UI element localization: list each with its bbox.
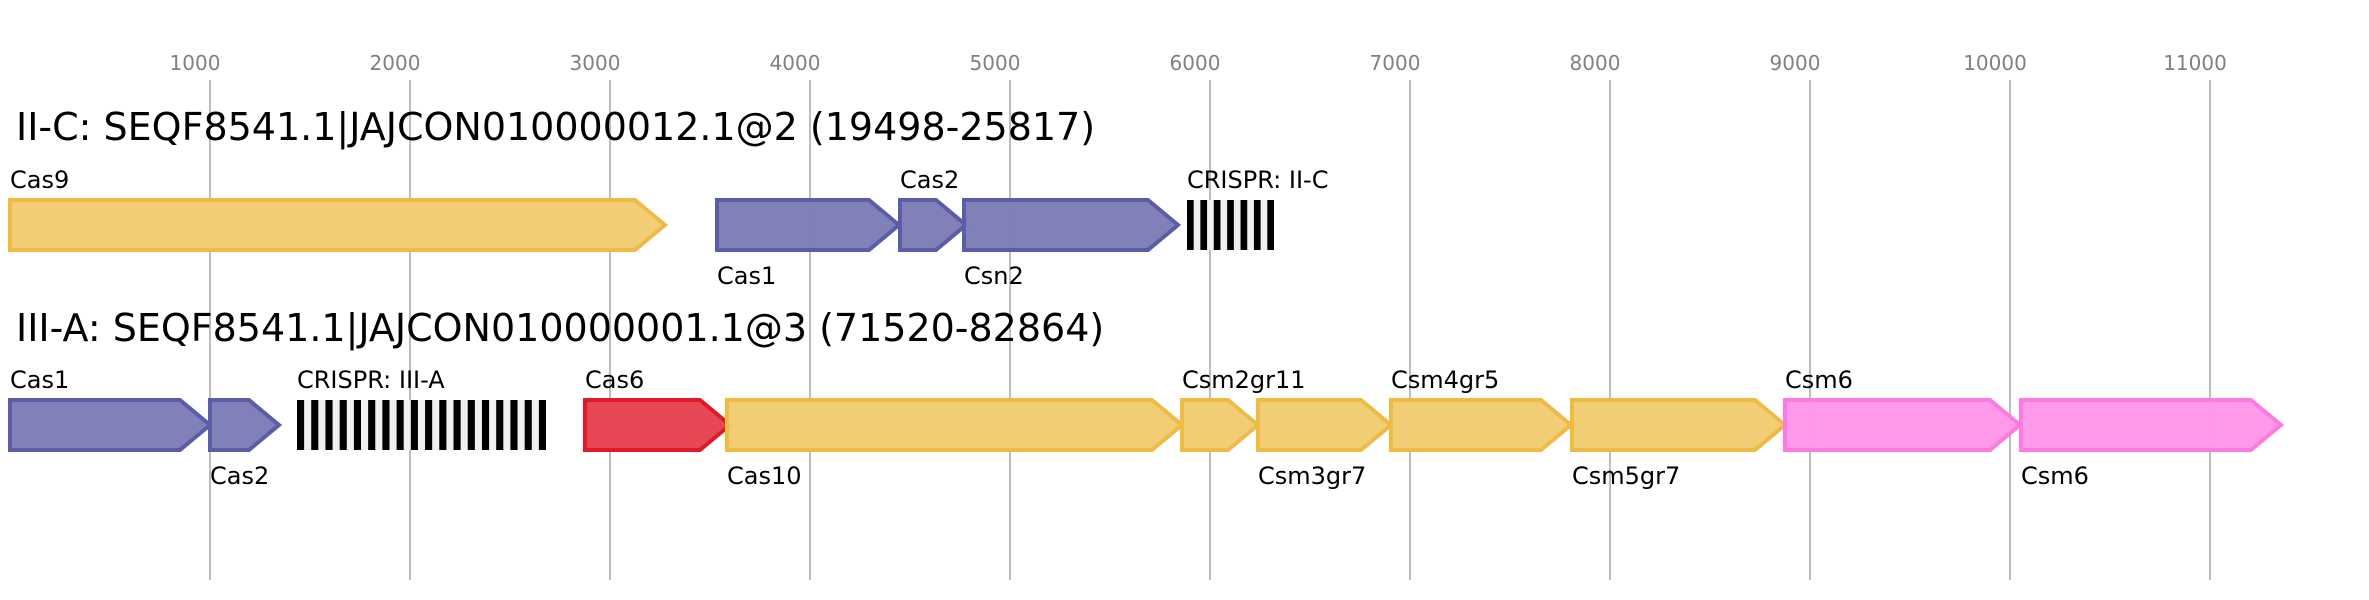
crispr-repeat [368, 400, 376, 450]
gene-arrow-cas10[interactable] [725, 398, 1186, 452]
gene-label-csm2gr11: Csm2gr11 [1182, 366, 1306, 394]
gene-label-csn2: Csn2 [964, 262, 1024, 290]
crispr-repeat [1267, 200, 1274, 250]
axis-tick-labels: 1000 2000 3000 4000 5000 6000 7000 8000 9000 1000… [170, 51, 2227, 75]
gene-arrow-csn2[interactable] [962, 198, 1182, 252]
gene-label-cas2: Cas2 [900, 166, 959, 194]
crispr-repeat [311, 400, 319, 450]
gene-arrow-cas2[interactable] [208, 398, 283, 452]
gene-arrow-csm6[interactable] [2019, 398, 2285, 452]
crispr-repeat [396, 400, 404, 450]
gene-label-cas2: Cas2 [210, 462, 269, 490]
crispr-repeat [425, 400, 433, 450]
crispr-repeat [496, 400, 504, 450]
locus-iii-a: III-A: SEQF8541.1|JAJCON010000001.1@3 (7… [8, 306, 2285, 490]
crispr-array-background [297, 400, 546, 450]
crispr-repeat [538, 400, 546, 450]
gene-arrow-cas6[interactable] [583, 398, 734, 452]
gene-label-csm6: Csm6 [1785, 366, 1853, 394]
gene-label-cas10: Cas10 [727, 462, 802, 490]
tick-label: 5000 [970, 51, 1021, 75]
crispr-repeat [339, 400, 347, 450]
gridlines [209, 80, 2211, 580]
tick-label: 3000 [570, 51, 621, 75]
gene-label-csm4gr5: Csm4gr5 [1391, 366, 1499, 394]
gene-label-csm6: Csm6 [2021, 462, 2089, 490]
crispr-repeat [325, 400, 333, 450]
gene-label-cas6: Cas6 [585, 366, 644, 394]
crispr-repeat [353, 400, 362, 450]
gene-arrow-cas1[interactable] [715, 198, 903, 252]
crispr-repeat [453, 400, 461, 450]
tick-label: 10000 [1963, 51, 2027, 75]
crispr-repeat [524, 400, 532, 450]
crispr-repeat [382, 400, 390, 450]
gene-arrow-cas2[interactable] [898, 198, 970, 252]
gene-arrow-cas9[interactable] [8, 198, 669, 252]
crispr-repeat [1253, 200, 1261, 250]
crispr-repeat [1240, 200, 1248, 250]
crispr-label-crispr-iii-a: CRISPR: III-A [297, 366, 445, 394]
crispr-repeat [1200, 200, 1208, 250]
crispr-repeat [510, 400, 518, 450]
crispr-repeat [1187, 200, 1194, 250]
crispr-repeat [481, 400, 490, 450]
crispr-repeat [439, 400, 447, 450]
gene-arrow-csm3gr7[interactable] [1256, 398, 1395, 452]
locus-title-ii-c: II-C: SEQF8541.1|JAJCON010000012.1@2 (19… [16, 105, 1095, 150]
gene-arrow-csm4gr5[interactable] [1389, 398, 1575, 452]
crispr-label-crispr-ii-c: CRISPR: II-C [1187, 166, 1328, 194]
locus-ii-c: II-C: SEQF8541.1|JAJCON010000012.1@2 (19… [8, 105, 1328, 290]
tick-label: 9000 [1770, 51, 1821, 75]
tick-label: 6000 [1170, 51, 1221, 75]
gene-label-csm3gr7: Csm3gr7 [1258, 462, 1366, 490]
crispr-repeat [410, 400, 418, 450]
gene-arrow-csm5gr7[interactable] [1570, 398, 1789, 452]
gene-arrow-csm2gr11[interactable] [1180, 398, 1262, 452]
crispr-repeat [1227, 200, 1234, 250]
tick-label: 4000 [770, 51, 821, 75]
crispr-repeat [467, 400, 475, 450]
tick-label: 11000 [2163, 51, 2227, 75]
gene-label-csm5gr7: Csm5gr7 [1572, 462, 1680, 490]
gene-arrow-cas1[interactable] [8, 398, 214, 452]
tick-label: 2000 [370, 51, 421, 75]
gene-label-cas1: Cas1 [717, 262, 776, 290]
gene-label-cas1: Cas1 [10, 366, 69, 394]
tick-label: 8000 [1570, 51, 1621, 75]
locus-title-iii-a: III-A: SEQF8541.1|JAJCON010000001.1@3 (7… [16, 306, 1104, 351]
tick-label: 1000 [170, 51, 221, 75]
tick-label: 7000 [1370, 51, 1421, 75]
crispr-repeat [297, 400, 305, 450]
gene-label-cas9: Cas9 [10, 166, 69, 194]
gene-arrow-csm6[interactable] [1783, 398, 2024, 452]
crispr-repeat [1213, 200, 1221, 250]
